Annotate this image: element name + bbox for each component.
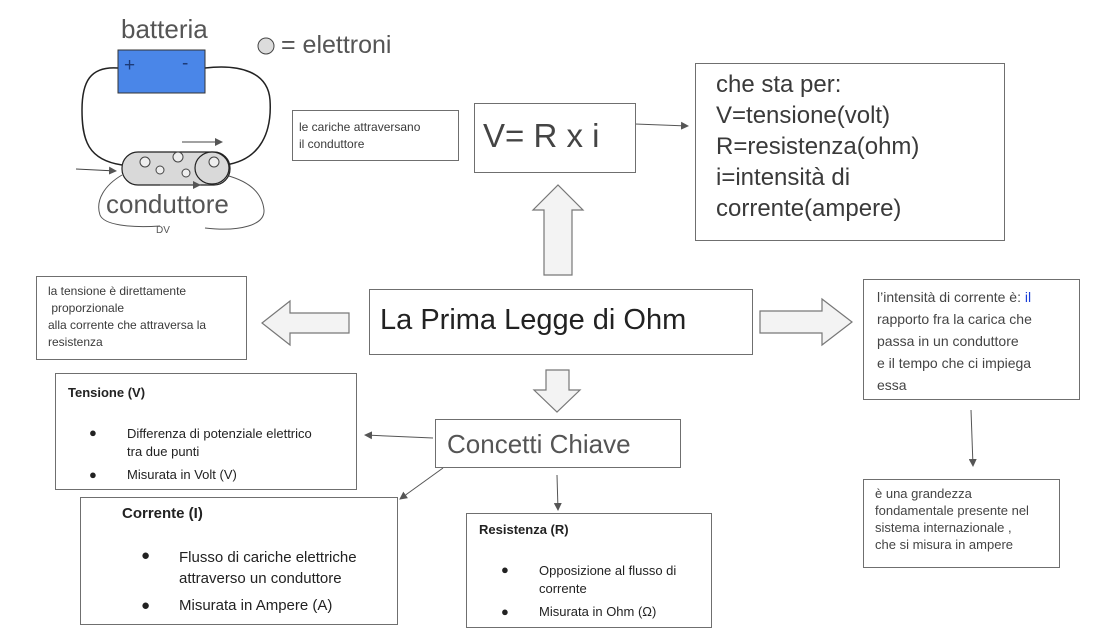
- charges-note-line: il conduttore: [299, 137, 365, 151]
- si-note-line: che si misura in ampere: [875, 537, 1013, 552]
- tension-title: Tensione (V): [68, 385, 146, 400]
- connector-to-resistance: [553, 474, 562, 511]
- tension-note-line: resistenza: [48, 335, 103, 349]
- tension-box: Tensione (V) ● Differenza di potenziale …: [55, 373, 357, 490]
- up-arrow: [531, 184, 585, 276]
- si-note-line: fondamentale presente nel: [875, 503, 1029, 518]
- si-note: è una grandezza fondamentale presente ne…: [863, 479, 1060, 568]
- electron: [155, 165, 165, 175]
- electron-legend: = elettroni: [281, 31, 392, 59]
- battery-body: [117, 49, 206, 94]
- bullet-dot: ●: [141, 597, 151, 614]
- intensity-note-line: e il tempo che ci impiega: [877, 355, 1032, 371]
- tension-note-line: la tensione è direttamente: [48, 284, 187, 298]
- resistance-title: Resistenza (R): [479, 522, 569, 537]
- connector-to-tension: [364, 431, 434, 440]
- formula-box: V= R x i: [474, 103, 636, 173]
- current-box: Corrente (I) ● Flusso di cariche elettri…: [80, 497, 398, 625]
- circuit-wire: [81, 66, 271, 166]
- charges-note-line: le cariche attraversano: [299, 120, 421, 134]
- current-bullet-text: Flusso di cariche elettriche: [179, 549, 357, 566]
- intensity-note-line: passa in un conduttore: [877, 333, 1019, 349]
- key-concepts: Concetti Chiave: [447, 429, 631, 459]
- meaning-line: che sta per:: [716, 71, 842, 98]
- resistance-bullet-text: corrente: [539, 581, 587, 596]
- meaning-line: i=intensità di: [716, 164, 851, 191]
- charges-note: le cariche attraversano il conduttore: [292, 110, 459, 161]
- title-box: La Prima Legge di Ohm: [369, 289, 753, 355]
- connector-to-current: [399, 467, 444, 500]
- current-bullet-text: attraverso un conduttore: [179, 570, 342, 587]
- intensity-note: l’intensità di corrente è: il rapporto f…: [863, 279, 1080, 400]
- intensity-note-line: rapporto fra la carica che: [877, 311, 1032, 327]
- conductor-label: conduttore: [106, 189, 229, 219]
- si-note-line: è una grandezza: [875, 486, 972, 501]
- key-concepts-box: Concetti Chiave: [435, 419, 681, 468]
- left-arrow: [261, 299, 350, 347]
- bullet-dot: ●: [501, 562, 509, 577]
- lower-wire: [98, 174, 265, 230]
- intensity-note-line: l’intensità di corrente è: il: [877, 286, 1079, 308]
- right-arrow: [759, 297, 853, 347]
- meaning-box: che sta per: V=tensione(volt) R=resisten…: [695, 63, 1005, 241]
- intensity-highlight: il: [1024, 289, 1032, 305]
- tension-bullet-text: Misurata in Volt (V): [127, 467, 237, 482]
- electron-legend-circle: [257, 37, 275, 55]
- connector-to-si-note: [968, 409, 977, 467]
- tension-note-line: proporzionale: [48, 301, 125, 315]
- electron: [208, 156, 220, 168]
- electron: [139, 156, 151, 168]
- bullet-dot: ●: [501, 604, 509, 619]
- intensity-note-line: essa: [877, 377, 907, 393]
- meaning-line: corrente(ampere): [716, 195, 902, 222]
- resistance-box: Resistenza (R) ● Opposizione al flusso d…: [466, 513, 712, 628]
- electron: [172, 151, 184, 163]
- electron: [181, 168, 191, 178]
- bullet-dot: ●: [141, 547, 151, 564]
- current-bullet-text: Misurata in Ampere (A): [179, 597, 333, 614]
- formula-connector: [633, 121, 689, 130]
- page-title: La Prima Legge di Ohm: [380, 304, 687, 336]
- tension-note: la tensione è direttamente proporzionale…: [36, 276, 247, 360]
- formula: V= R x i: [483, 117, 600, 154]
- battery-minus: -: [182, 53, 189, 74]
- bullet-dot: ●: [89, 467, 97, 482]
- resistance-bullet-text: Misurata in Ohm (Ω): [539, 604, 657, 619]
- current-title: Corrente (I): [122, 505, 203, 522]
- battery-plus: +: [124, 55, 136, 76]
- battery-label: batteria: [121, 14, 208, 44]
- initials-label: DV: [156, 225, 170, 236]
- resistance-bullet-text: Opposizione al flusso di: [539, 563, 677, 578]
- bullet-dot: ●: [89, 425, 97, 440]
- intensity-prefix: l’intensità di corrente è:: [877, 289, 1025, 305]
- conductor-end: [194, 151, 230, 185]
- tension-bullet-text: Differenza di potenziale elettrico: [127, 426, 312, 441]
- down-arrow: [532, 369, 582, 413]
- tension-note-line: alla corrente che attraversa la: [48, 318, 207, 332]
- tension-bullet-text: tra due punti: [127, 444, 200, 459]
- si-note-line: sistema internazionale ,: [875, 520, 1012, 535]
- meaning-line: V=tensione(volt): [716, 102, 891, 129]
- flow-arrow: [75, 166, 117, 175]
- meaning-line: R=resistenza(ohm): [716, 133, 920, 160]
